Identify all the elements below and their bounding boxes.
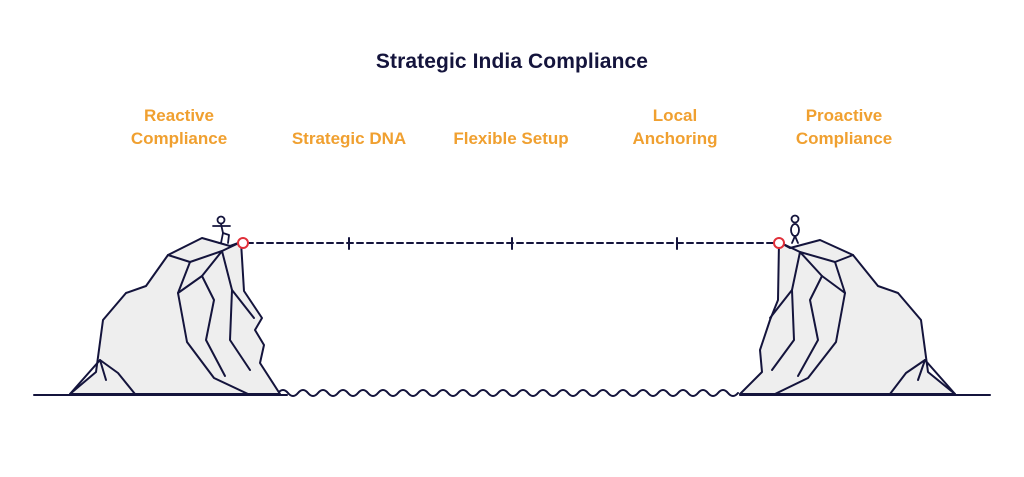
left-cliff — [69, 237, 281, 395]
person-left-icon — [212, 215, 231, 244]
diagram-title: Strategic India Compliance — [375, 50, 649, 73]
stage-label-line: Proactive — [805, 106, 883, 125]
stage-label-line: Compliance — [795, 129, 893, 148]
stage-label-flexible-setup: Flexible Setup — [436, 127, 586, 150]
stage-label-line: Compliance — [130, 129, 228, 148]
endpoint-end-marker — [773, 237, 785, 249]
stage-label-line: Strategic DNA — [291, 129, 407, 148]
person-right-icon — [790, 214, 800, 244]
water-waves-icon — [277, 389, 739, 397]
stage-label-local-anchoring: Local Anchoring — [600, 104, 750, 150]
stage-label-proactive-compliance: Proactive Compliance — [769, 104, 919, 150]
stage-label-line: Anchoring — [632, 129, 718, 148]
stage-label-strategic-dna: Strategic DNA — [274, 127, 424, 150]
stage-label-reactive-compliance: Reactive Compliance — [104, 104, 254, 150]
stage-label-line: Local — [652, 106, 698, 125]
right-cliff — [739, 239, 956, 395]
endpoint-start-marker — [237, 237, 249, 249]
stage-label-line: Flexible Setup — [453, 129, 569, 148]
stage-label-line: Reactive — [144, 106, 214, 125]
